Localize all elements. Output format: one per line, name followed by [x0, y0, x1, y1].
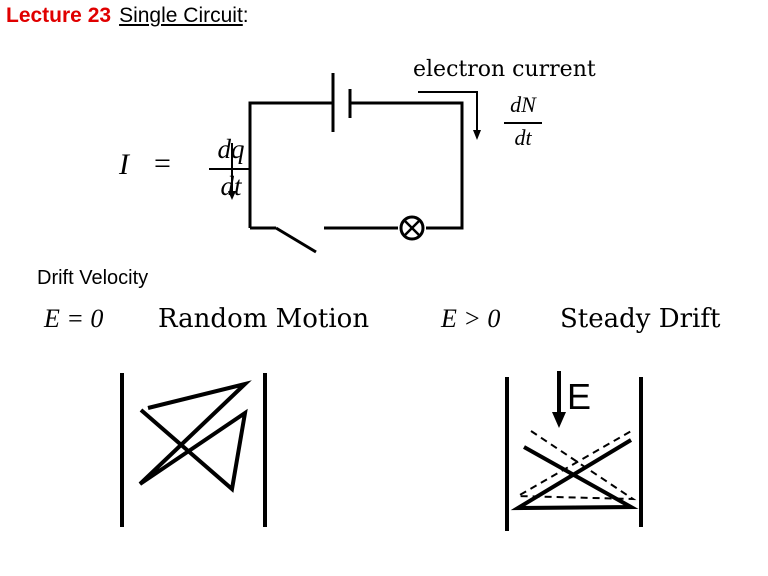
- random-motion-diagram: [120, 373, 267, 527]
- field-label: E: [567, 376, 592, 417]
- formula-denominator: dt: [220, 171, 242, 201]
- zero-field-equation: E = 0: [44, 304, 104, 333]
- slide-header: Lecture 23 Single Circuit:: [6, 4, 249, 28]
- electron-rate-numerator: dN: [510, 92, 536, 117]
- random-motion-label: Random Motion: [158, 304, 370, 334]
- steady-drift-label: Steady Drift: [560, 304, 721, 334]
- bulb-icon: [399, 215, 425, 241]
- equals-sign: =: [154, 147, 171, 180]
- electron-current-arrow-icon: [418, 91, 481, 140]
- electron-rate-formula: dN dt: [500, 92, 546, 158]
- circuit-wire-top-right: [350, 101, 464, 230]
- battery-icon: [331, 73, 352, 132]
- circuit-diagram: [248, 101, 464, 230]
- section-heading: Drift Velocity: [37, 267, 149, 289]
- drift-path-dashed: [514, 429, 637, 501]
- current-formula: I = dq dt: [119, 134, 251, 204]
- electron-path: [138, 380, 252, 493]
- formula-numerator: dq: [217, 134, 245, 164]
- title-colon: :: [242, 4, 249, 27]
- slide-title: Single Circuit: [119, 4, 243, 27]
- drift-path-solid: [510, 438, 639, 511]
- electron-rate-denominator: dt: [514, 125, 532, 150]
- positive-field-equation: E > 0: [441, 304, 501, 333]
- steady-drift-diagram: [505, 371, 643, 531]
- fraction-bar: [504, 122, 542, 124]
- electron-current-label: electron current: [413, 57, 596, 82]
- lecture-number: Lecture 23: [6, 4, 112, 27]
- field-arrow-icon: [552, 371, 566, 428]
- circuit-wire-top-left: [248, 101, 332, 228]
- switch-icon: [275, 226, 317, 254]
- fraction-bar: [209, 168, 251, 170]
- current-symbol: I: [119, 148, 129, 181]
